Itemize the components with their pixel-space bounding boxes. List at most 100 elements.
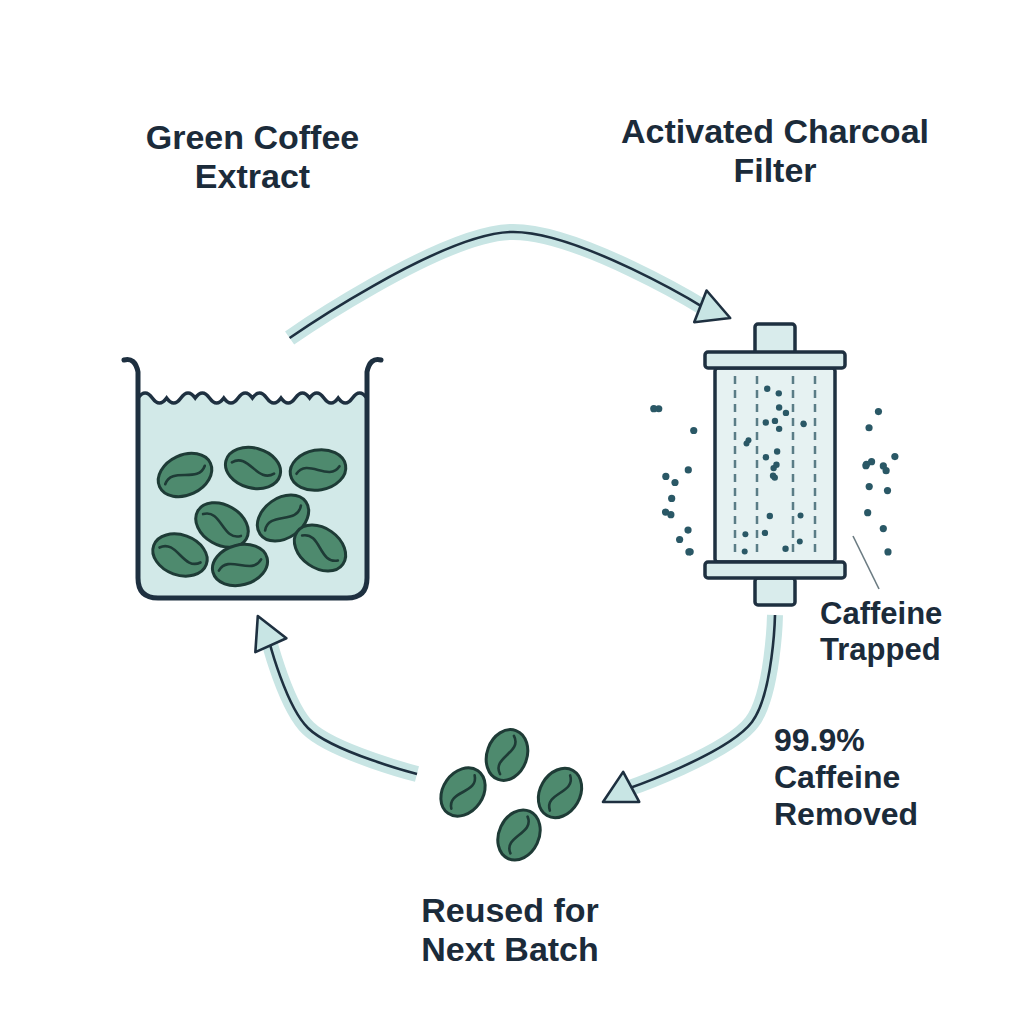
caffeine-dot (744, 441, 750, 447)
caffeine-dot (763, 419, 769, 425)
leader-line (853, 536, 879, 589)
caffeine-dot (662, 508, 669, 515)
liquid-surface (138, 393, 367, 403)
bean-body (188, 494, 256, 557)
caffeine-dot (772, 474, 778, 480)
caffeine-dot (776, 426, 782, 432)
bean-crease (448, 773, 478, 811)
caffeine-dot (668, 495, 675, 502)
bean-body (479, 724, 534, 787)
bean-cluster-node: Reused for Next Batch (425, 725, 595, 865)
caffeine-dot (783, 410, 789, 416)
caffeine-dot (685, 548, 692, 555)
filter-node: Activated Charcoal Filter (695, 322, 855, 607)
bean-crease (296, 462, 340, 478)
caffeine-dot (798, 512, 804, 518)
coffee-bean (432, 759, 495, 825)
bean-body (286, 516, 355, 581)
bean-body (221, 441, 285, 494)
coffee-bean (188, 494, 256, 557)
cycle-arrow (603, 615, 775, 802)
coffee-bean (221, 441, 285, 494)
beaker-node: Green Coffee Extract (120, 348, 385, 606)
caffeine-dot (891, 453, 898, 460)
node-heading: Green Coffee Extract (93, 118, 413, 196)
caffeine-dot (676, 536, 683, 543)
coffee-bean (490, 803, 548, 867)
bean-crease (158, 544, 202, 567)
edge-label-wrap: 99.9% Caffeine Removed (774, 722, 946, 832)
filter-bottom-cap (705, 562, 845, 578)
caffeine-dot (684, 526, 691, 533)
bean-cluster (425, 725, 595, 865)
caffeine-dot (671, 479, 678, 486)
liquid (138, 393, 367, 598)
bean-crease (231, 458, 275, 477)
caffeine-dot (742, 531, 748, 537)
bean-crease (507, 815, 531, 855)
caffeine-dot (762, 530, 768, 536)
arrow-line (269, 642, 417, 774)
caffeine-dot (742, 549, 748, 555)
callout-label: Caffeine Trapped (820, 596, 1010, 667)
callout-wrap: Caffeine Trapped (820, 596, 1010, 667)
caffeine-dot (880, 525, 887, 532)
filter-inlet (755, 324, 795, 354)
node-heading-wrap: Activated Charcoal Filter (610, 112, 940, 190)
cycle-arrow (258, 616, 417, 774)
bean-body (490, 803, 548, 867)
filter-dash-line (814, 376, 817, 556)
filter-shape (695, 322, 855, 607)
caffeine-dot (776, 404, 782, 410)
filter-outlet (755, 578, 795, 605)
coffee-bean (147, 527, 213, 584)
caffeine-dot (767, 513, 773, 519)
caffeine-dot (866, 483, 873, 490)
coffee-bean (479, 724, 534, 787)
bean-crease (496, 735, 517, 776)
arrow-line (628, 615, 775, 789)
bean-crease (546, 773, 573, 812)
arrow-tip (258, 616, 269, 642)
node-heading-wrap: Reused for Next Batch (380, 891, 640, 969)
filter-dash-line (734, 376, 737, 556)
caffeine-dot (774, 448, 780, 454)
caffeine-dot (770, 465, 776, 471)
coffee-bean (530, 760, 591, 825)
arrow-line (290, 232, 705, 338)
beaker-shape (120, 348, 385, 606)
caffeine-dot (773, 462, 779, 468)
bean-body (287, 445, 349, 494)
filter-dash-line (792, 376, 795, 556)
bean-crease (163, 462, 206, 488)
bean-body (151, 445, 219, 505)
caffeine-dot (884, 548, 891, 555)
edge-label: 99.9% Caffeine Removed (774, 722, 946, 832)
bean-crease (218, 555, 262, 574)
caffeine-dot (864, 509, 871, 516)
caffeine-dot (745, 437, 751, 443)
caffeine-dot (685, 466, 692, 473)
caffeine-dot (782, 546, 788, 552)
caffeine-dot (800, 421, 806, 427)
coffee-bean (287, 445, 349, 494)
bean-body (208, 538, 272, 591)
arrow-band (269, 642, 417, 774)
coffee-bean (249, 486, 318, 551)
bean-body (249, 486, 318, 551)
arrow-tip (603, 789, 628, 802)
filter-top-cap (705, 352, 845, 368)
arrow-band (628, 615, 775, 789)
node-heading: Reused for Next Batch (380, 891, 640, 969)
bean-body (432, 759, 495, 825)
filter-body (715, 368, 835, 562)
caffeine-dot (863, 461, 870, 468)
caffeine-dot (770, 473, 776, 479)
cycle-arrow (290, 232, 731, 338)
caffeine-dot (875, 408, 882, 415)
caffeine-dot (776, 390, 782, 396)
